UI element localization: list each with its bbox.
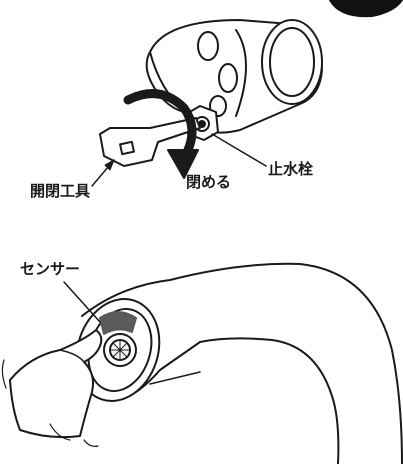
sensor-window — [99, 311, 137, 335]
valve-hole — [218, 63, 238, 93]
clockwise-arrow-icon — [123, 89, 197, 163]
tool-square-hole — [119, 140, 135, 156]
valve-assembly — [91, 0, 403, 187]
hand-icon — [9, 329, 103, 439]
valve-hole — [197, 31, 219, 61]
arrowhead — [167, 149, 199, 179]
faucet-spout — [1, 262, 403, 465]
spout-outline — [81, 262, 403, 465]
sensor-label: センサー — [20, 260, 81, 278]
close-label: 閉める — [186, 173, 232, 191]
stop-valve-label: 止水栓 — [268, 160, 314, 178]
opening-tool-label: 開閉工具 — [30, 182, 91, 200]
valve-flange — [261, 19, 323, 105]
corner-badge — [329, 0, 403, 18]
stop-valve-leader — [211, 133, 267, 167]
sensor-leader — [63, 281, 101, 323]
